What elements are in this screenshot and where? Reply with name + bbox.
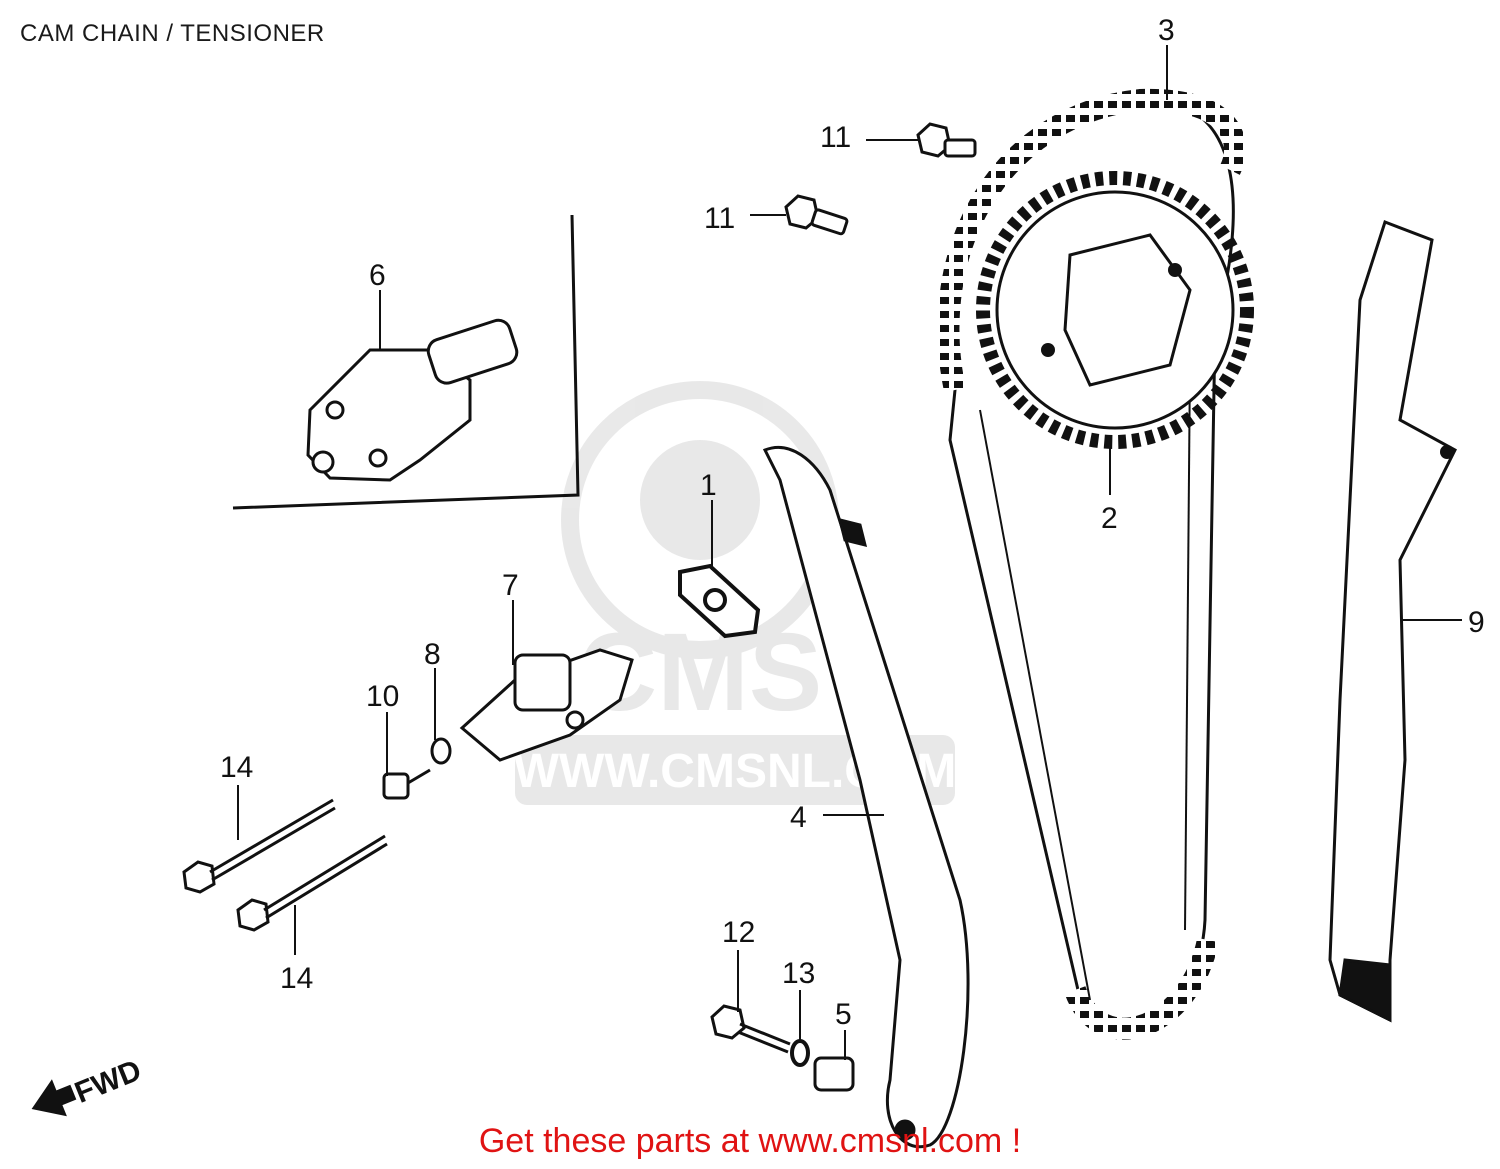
slipper-collar xyxy=(813,1056,855,1092)
callout-6: 6 xyxy=(369,259,386,292)
callout-8: 8 xyxy=(424,638,441,671)
sealing-washer xyxy=(430,737,452,765)
callout-14: 14 xyxy=(280,962,313,995)
watermark-url-band xyxy=(515,735,955,805)
tensioner-slipper xyxy=(762,445,970,1149)
sealing-bolt xyxy=(382,768,431,800)
fwd-label: FWD xyxy=(70,1054,146,1110)
group-bracket xyxy=(232,214,580,510)
cam-chain-guide xyxy=(1328,220,1457,1023)
callout-4: 4 xyxy=(790,801,807,834)
slipper-bolt xyxy=(710,1004,791,1054)
callout-1: 1 xyxy=(700,469,717,502)
footer-link[interactable]: Get these parts at www.cmsnl.com ! xyxy=(478,1122,1022,1160)
callout-11: 11 xyxy=(820,121,851,154)
callout-3: 3 xyxy=(1158,14,1175,47)
gasket xyxy=(678,563,761,639)
page-title: CAM CHAIN / TENSIONER xyxy=(20,20,325,47)
tensioner-lifter xyxy=(306,318,519,482)
callout-11: 11 xyxy=(704,202,735,235)
tensioner-body xyxy=(459,648,634,762)
callout-9: 9 xyxy=(1468,606,1485,639)
callout-5: 5 xyxy=(835,998,852,1031)
callout-13: 13 xyxy=(782,957,815,990)
cam-chain xyxy=(937,88,1247,1040)
callout-7: 7 xyxy=(502,569,519,602)
forward-arrow-icon: FWD xyxy=(31,1054,146,1117)
callout-12: 12 xyxy=(722,916,755,949)
tensioner-bolts xyxy=(182,798,388,932)
callout-14: 14 xyxy=(220,751,253,784)
callout-labels: 3 11 11 6 1 2 7 8 10 9 14 4 14 12 13 5 xyxy=(220,14,1485,1031)
sprocket-bolts xyxy=(784,122,977,236)
slipper-washer xyxy=(790,1039,810,1067)
leader-lines xyxy=(237,45,1462,1060)
cam-sprocket xyxy=(976,171,1254,449)
callout-2: 2 xyxy=(1101,502,1118,535)
callout-10: 10 xyxy=(366,680,399,713)
watermark-face-icon xyxy=(640,440,760,560)
